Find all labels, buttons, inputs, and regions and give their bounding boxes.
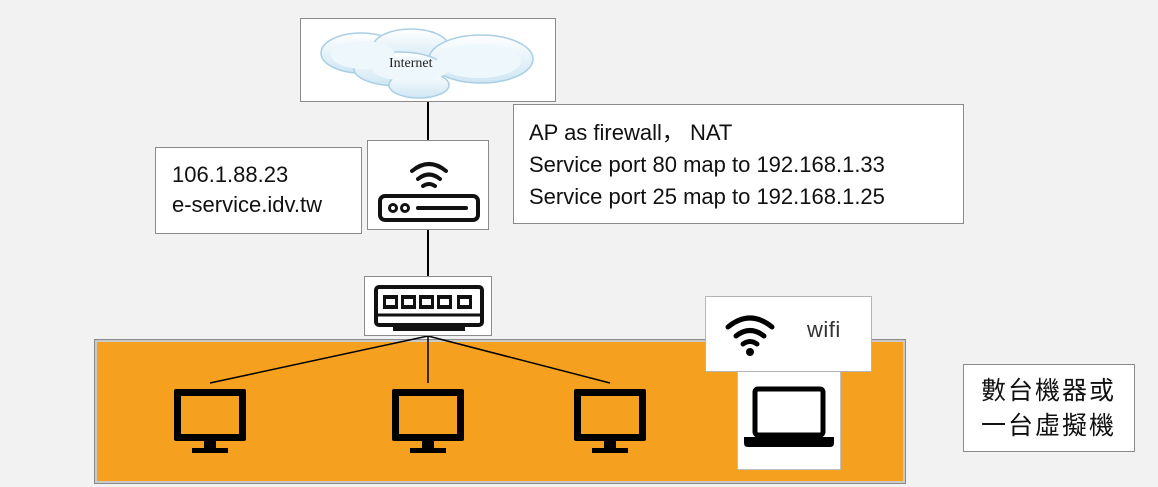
- switch-box: [364, 276, 492, 336]
- wifi-box: wifi: [705, 296, 872, 372]
- laptop-icon: [744, 386, 834, 447]
- switch-pc1-line: [209, 335, 429, 384]
- cloud-icon: [320, 28, 534, 99]
- router-box: [367, 140, 489, 230]
- pc-1-monitor-icon: [174, 389, 246, 453]
- pc-3-monitor-icon: [574, 389, 646, 453]
- laptop-box: [737, 366, 841, 470]
- router-note-line-3: Service port 25 map to 192.168.1.25: [529, 184, 885, 209]
- machines-note-box: 數台機器或 一台虛擬機: [963, 364, 1135, 452]
- internet-box: Internet: [300, 18, 556, 102]
- machines-note-line-2: 一台虛擬機: [981, 412, 1117, 440]
- wifi-icon: [725, 315, 775, 356]
- router-icon: [378, 162, 480, 222]
- switch-pc3-line: [427, 335, 611, 384]
- public-address-box: 106.1.88.23 e-service.idv.tw: [155, 147, 362, 234]
- pc-2-monitor-icon: [392, 389, 464, 453]
- router-note-box: AP as firewall， NAT Service port 80 map …: [513, 104, 964, 224]
- wifi-label: wifi: [807, 317, 841, 342]
- public-ip: 106.1.88.23: [172, 162, 289, 187]
- router-note-line-1: AP as firewall， NAT: [529, 120, 733, 145]
- internet-label: Internet: [389, 56, 433, 71]
- public-domain: e-service.idv.tw: [172, 192, 322, 217]
- machines-note-line-1: 數台機器或: [981, 377, 1117, 405]
- network-switch-icon: [374, 285, 484, 331]
- router-note-line-2: Service port 80 map to 192.168.1.33: [529, 152, 885, 177]
